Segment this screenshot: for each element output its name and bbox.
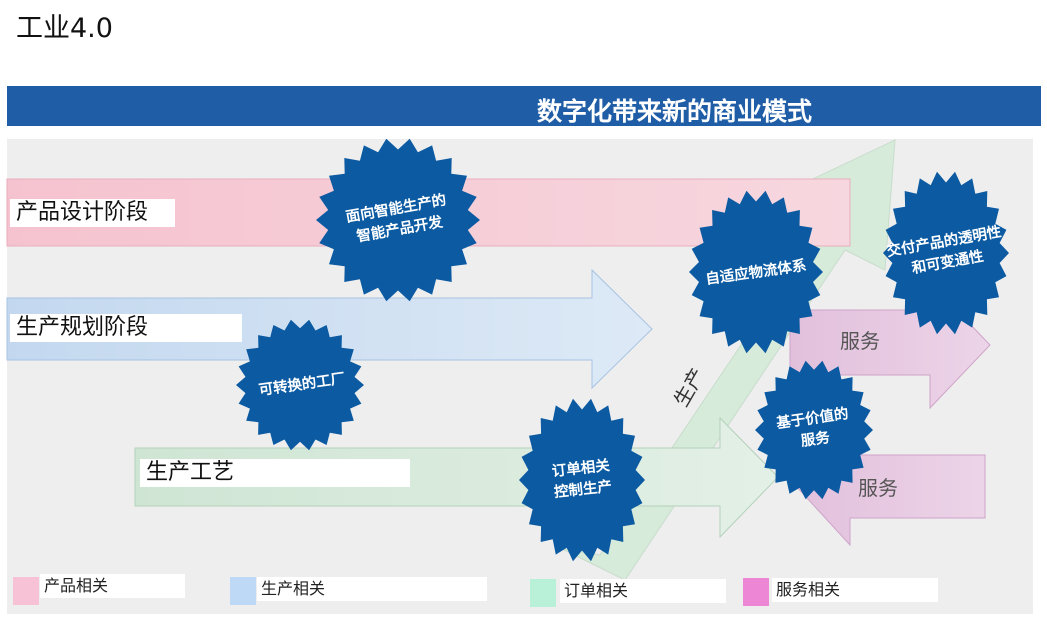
badge-shape [519,398,645,562]
banner [7,86,1041,126]
service-label-lower: 服务 [858,476,898,500]
stage-label-production-planning: 生产规划阶段 [10,314,242,342]
banner-title: 数字化带来新的商业模式 [537,97,813,126]
production-process-arrow [134,416,779,539]
badge-shape [689,190,823,354]
legend-label-order: 订单相关 [560,579,726,603]
stage-label-product-design: 产品设计阶段 [10,199,175,227]
badge-shape [236,319,364,451]
legend-label-production: 生产相关 [257,577,487,601]
legend-swatch-service [743,578,769,606]
production-planning-arrow [6,268,653,390]
legend-swatch-product [13,577,39,605]
legend-label-service: 服务相关 [772,578,938,602]
badge-shape [316,138,480,302]
page-title: 工业4.0 [16,13,113,44]
badge-shape [755,360,873,500]
service-label-upper: 服务 [840,329,880,353]
legend-swatch-order [530,579,556,607]
legend-label-product: 产品相关 [40,574,185,598]
legend-swatch-production [230,577,256,605]
badge-shape [883,171,1009,335]
stage-label-production-process: 生产工艺 [140,459,410,487]
